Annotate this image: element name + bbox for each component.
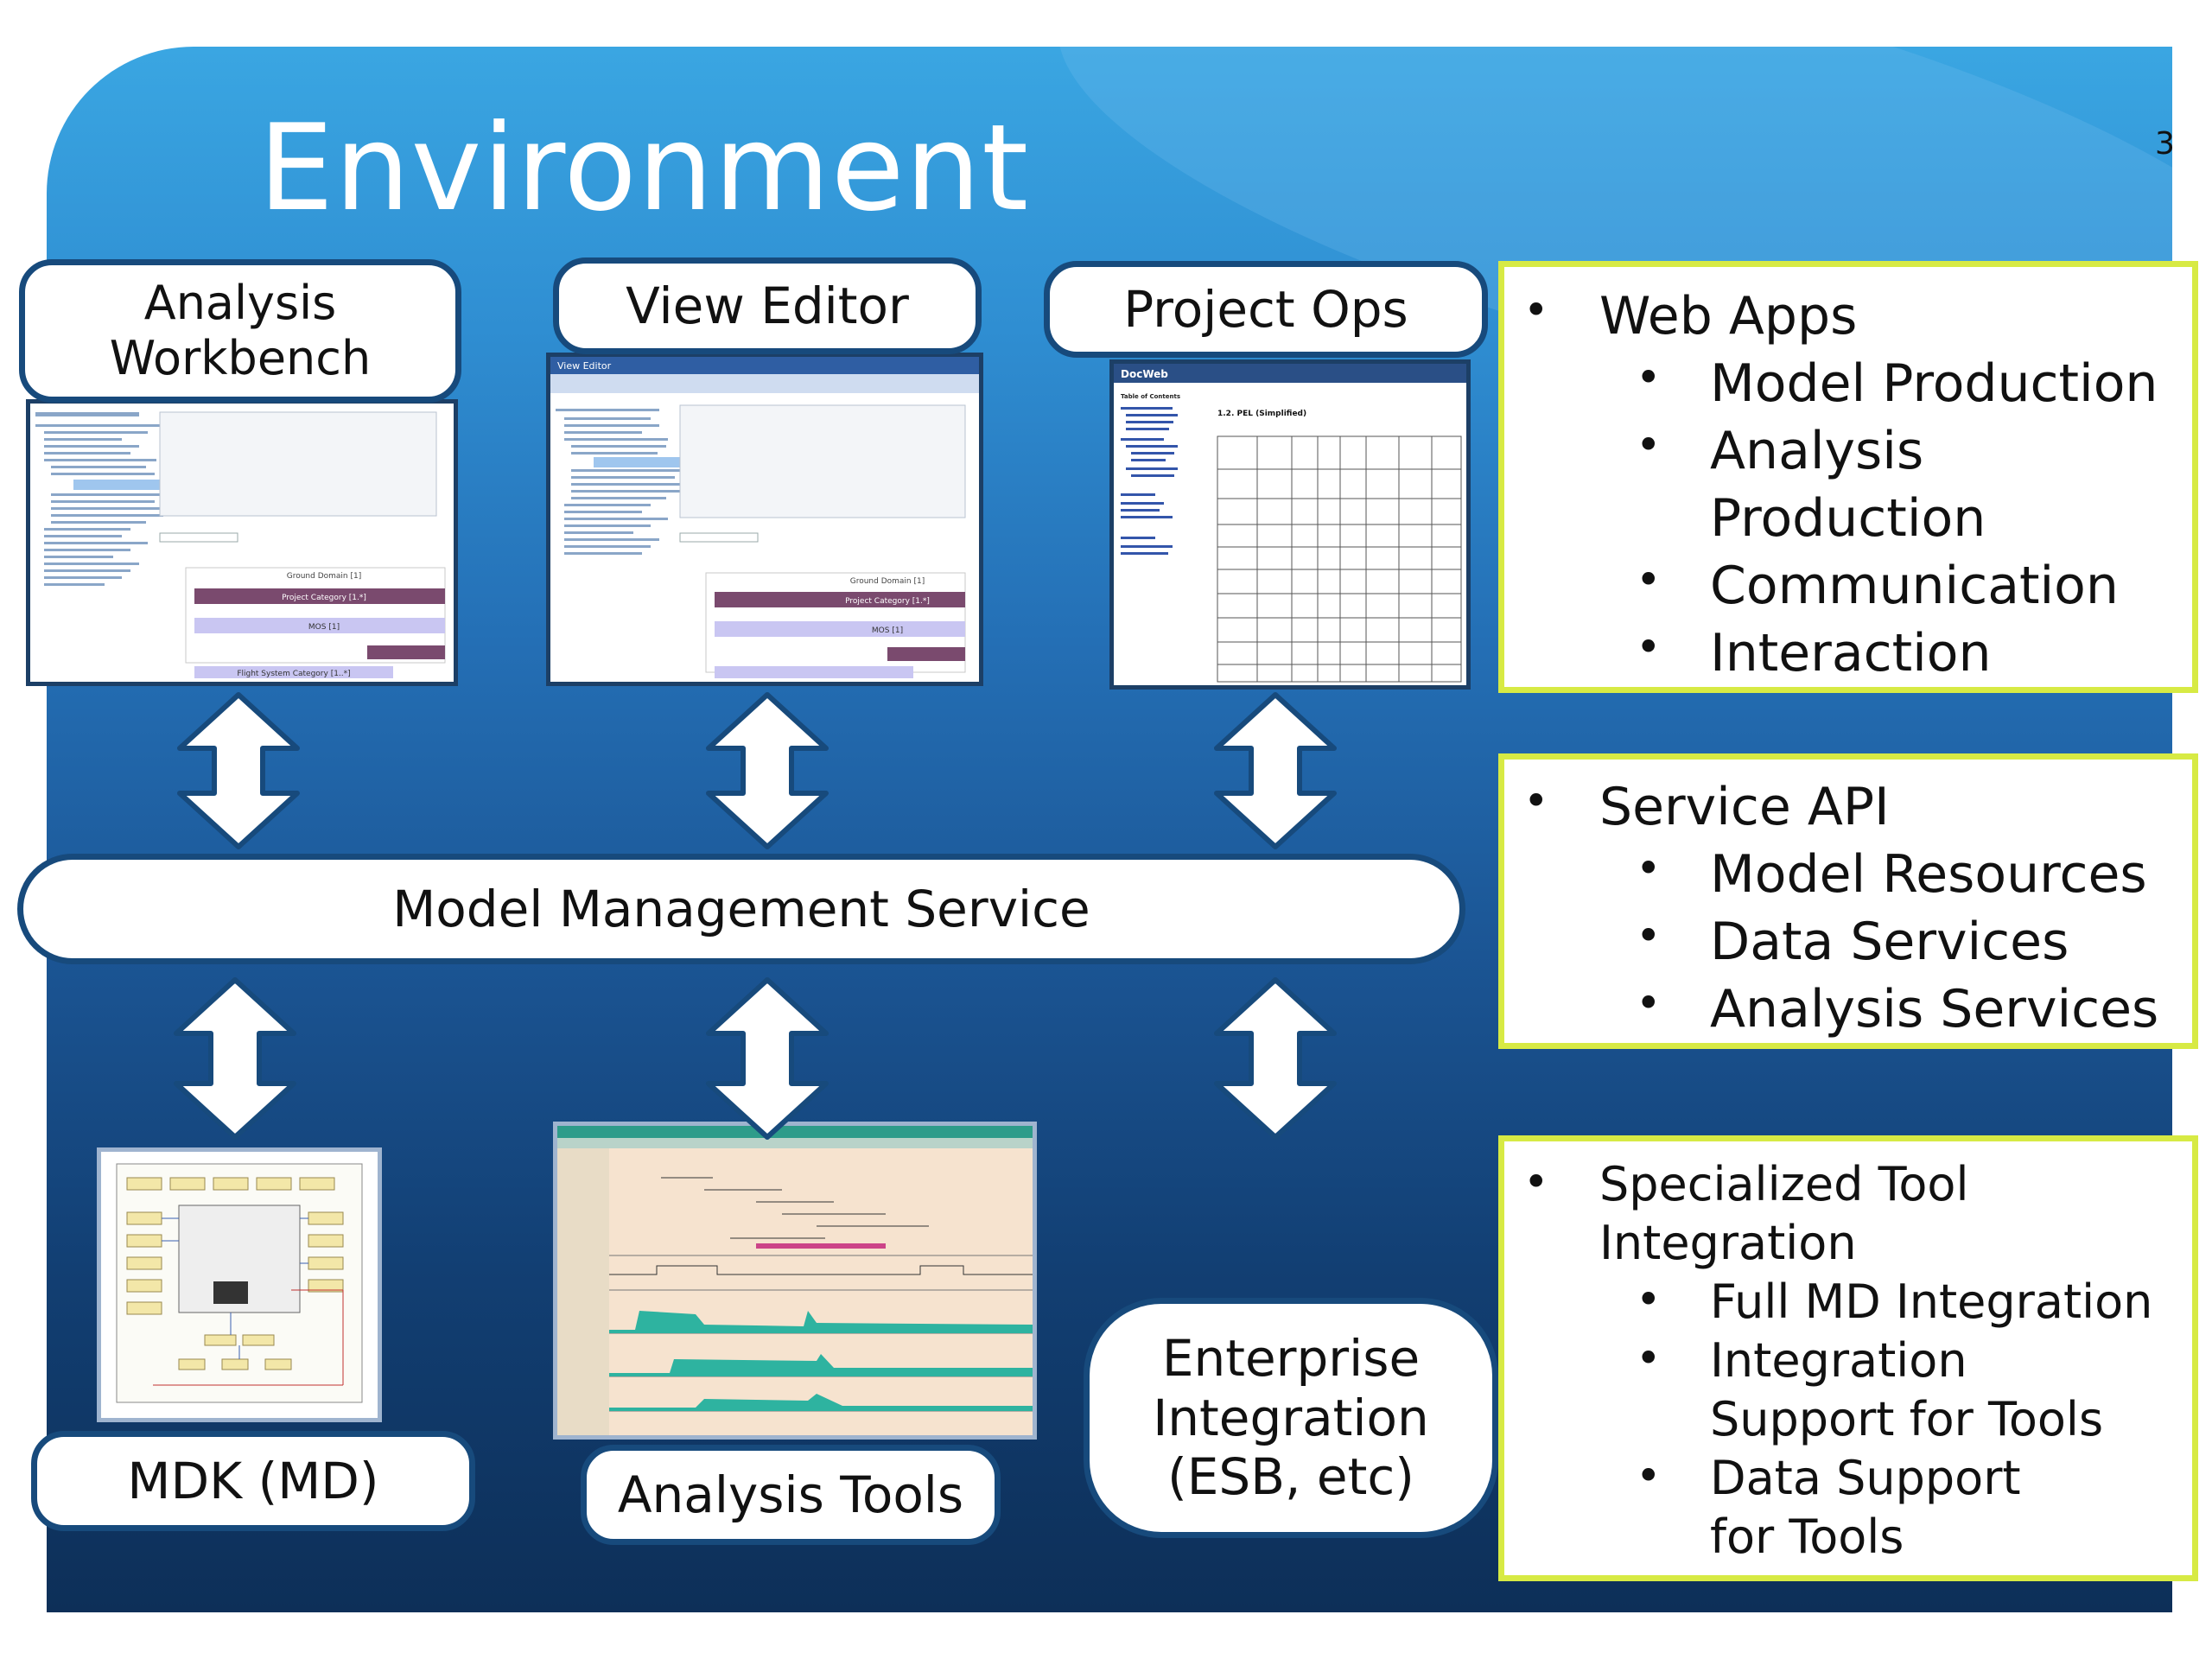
web-apps-item: Communication	[1504, 552, 2192, 620]
mdk-diagram-thumbnail	[101, 1152, 378, 1418]
tool-integration-heading: Specialized Tool Integration	[1504, 1155, 2192, 1273]
analysis-tools-timeline-thumbnail	[557, 1126, 1033, 1435]
project-category-label: Project Category [1.*]	[282, 594, 366, 602]
web-apps-item: Analysis Production	[1504, 417, 2192, 552]
view-editor-header-label: View Editor	[557, 360, 612, 372]
slide-title: Environment	[258, 99, 1030, 238]
double-arrow-icon	[706, 977, 829, 1140]
tool-integration-item: Integration Support for Tools	[1504, 1332, 2192, 1449]
web-apps-item: Interaction	[1504, 620, 2192, 687]
ve-ground-domain-label: Ground Domain [1]	[850, 577, 925, 586]
web-apps-note: Web Apps Model Production Analysis Produ…	[1498, 261, 2198, 693]
toc-heading-label: Table of Contents	[1121, 393, 1180, 400]
service-api-heading: Service API	[1504, 773, 2192, 841]
view-editor-screenshot: View Editor Ground Domain [1] Project Ca…	[546, 353, 983, 686]
analysis-tools-screenshot	[553, 1122, 1037, 1440]
enterprise-integration-label[interactable]: Enterprise Integration (ESB, etc)	[1084, 1298, 1498, 1538]
web-apps-item: Model Production	[1504, 350, 2192, 417]
project-ops-label[interactable]: Project Ops	[1044, 261, 1488, 358]
tool-integration-note: Specialized Tool Integration Full MD Int…	[1498, 1135, 2198, 1581]
double-arrow-icon	[706, 692, 829, 849]
analysis-workbench-thumbnail: Ground Domain [1] Project Category [1.*]…	[30, 404, 454, 682]
tool-integration-item: Data Support for Tools	[1504, 1449, 2192, 1567]
ve-project-category-label: Project Category [1.*]	[845, 597, 930, 606]
tool-integration-list: Specialized Tool Integration Full MD Int…	[1504, 1155, 2192, 1567]
analysis-workbench-label[interactable]: Analysis Workbench	[19, 259, 461, 403]
service-api-item: Analysis Services	[1504, 976, 2192, 1043]
double-arrow-icon	[1214, 692, 1337, 849]
page-number: 3	[2155, 126, 2172, 162]
model-management-service-bar[interactable]: Model Management Service	[17, 854, 1465, 964]
pel-heading-label: 1.2. PEL (Simplified)	[1217, 410, 1306, 418]
view-editor-label[interactable]: View Editor	[553, 257, 982, 354]
mdk-screenshot	[97, 1147, 382, 1422]
ve-mos-label: MOS [1]	[872, 626, 903, 635]
project-ops-thumbnail: DocWeb Table of Contents 1.2. PEL (Simpl…	[1114, 364, 1466, 685]
view-editor-thumbnail: View Editor Ground Domain [1] Project Ca…	[550, 357, 979, 682]
service-api-item: Data Services	[1504, 908, 2192, 976]
web-apps-list: Web Apps Model Production Analysis Produ…	[1504, 283, 2192, 687]
service-api-item: Model Resources	[1504, 841, 2192, 908]
ground-domain-label: Ground Domain [1]	[287, 572, 362, 581]
web-apps-heading: Web Apps	[1504, 283, 2192, 350]
service-api-list: Service API Model Resources Data Service…	[1504, 773, 2192, 1043]
analysis-tools-label[interactable]: Analysis Tools	[581, 1445, 1001, 1545]
analysis-workbench-screenshot: Ground Domain [1] Project Category [1.*]…	[26, 399, 458, 686]
mdk-label[interactable]: MDK (MD)	[31, 1431, 475, 1531]
double-arrow-icon	[174, 977, 296, 1140]
double-arrow-icon	[1214, 977, 1337, 1140]
flight-system-label: Flight System Category [1..*]	[237, 670, 350, 678]
mos-label: MOS [1]	[308, 623, 340, 632]
docweb-header-label: DocWeb	[1121, 368, 1168, 380]
tool-integration-item: Full MD Integration	[1504, 1273, 2192, 1332]
project-ops-screenshot: DocWeb Table of Contents 1.2. PEL (Simpl…	[1109, 359, 1471, 690]
double-arrow-icon	[177, 692, 300, 849]
service-api-note: Service API Model Resources Data Service…	[1498, 753, 2198, 1049]
